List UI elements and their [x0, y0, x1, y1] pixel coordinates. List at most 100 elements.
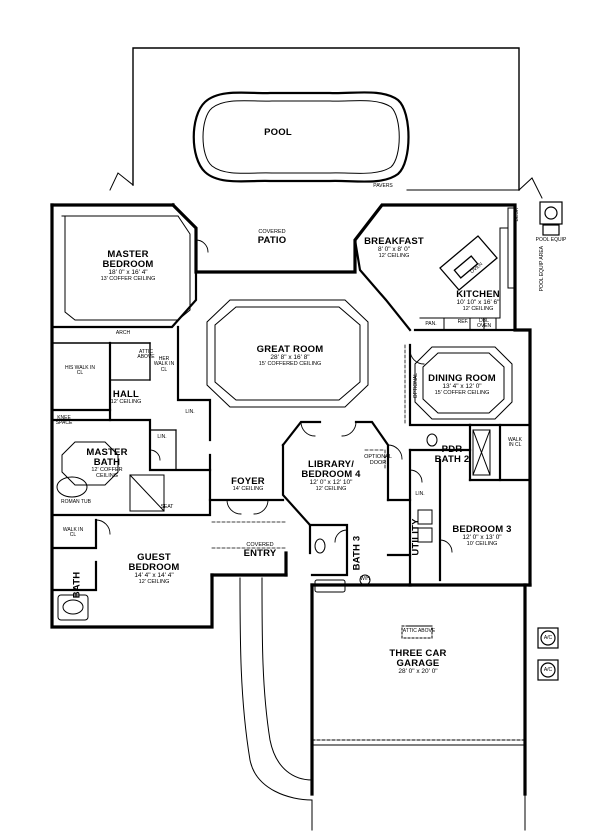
optional-dashed: [211, 344, 406, 549]
master-bedroom-size: 18' 0" x 16' 4": [108, 268, 148, 276]
optional-label: OPTIONAL: [413, 372, 420, 399]
foyer-label: FOYER 14' CEILING: [231, 477, 265, 493]
hall-name: HALL: [112, 389, 140, 400]
great-room-size: 28' 8" x 16' 8": [270, 353, 310, 361]
breakfast-size: 8' 0" x 8' 0": [377, 245, 411, 253]
pdr-name: PDR: [441, 444, 463, 455]
guest-bedroom-ceiling: 12' CEILING: [138, 578, 170, 585]
dining-room-ceiling: 15' COFFER CEILING: [434, 389, 490, 396]
kitchen-label: KITCHEN 10' 10" x 16' 6" 12' CEILING: [456, 290, 500, 313]
foyer-name: FOYER: [231, 476, 265, 487]
attic-above-label: ATTIC ABOVE: [137, 349, 155, 361]
dbl-oven-label: DBL OVEN: [477, 318, 492, 330]
guest-bedroom-size: 14' 4" x 14' 4": [134, 571, 174, 579]
ref-label: REF.: [457, 319, 469, 325]
utility-label: UTILITY: [410, 518, 422, 556]
master-bath-ceiling-1: 12' COFFER: [91, 466, 123, 473]
attic-above-garage-label: ATTIC ABOVE: [402, 628, 436, 634]
arch-label: ARCH: [115, 330, 131, 336]
covered-patio-note: COVERED: [258, 229, 286, 235]
garage-label: THREE CAR GARAGE 28' 0" x 20' 0": [389, 649, 446, 676]
dining-room-name: DINING ROOM: [428, 373, 496, 384]
master-bath-label: MASTER BATH 12' COFFER CEILING: [86, 448, 127, 479]
pool-name: POOL: [264, 127, 292, 138]
exterior-walls: [50, 202, 532, 796]
bedroom3-name: BEDROOM 3: [452, 524, 512, 535]
bath-name: BATH: [71, 571, 83, 599]
coffered-ceilings: [61, 299, 513, 486]
kitchen-size: 10' 10" x 16' 6": [456, 298, 500, 306]
pdr-bath2-label: PDR BATH 2: [435, 445, 470, 465]
doors: [95, 239, 453, 553]
master-bath-name-1: MASTER: [86, 447, 128, 458]
master-bedroom-label: MASTER BEDROOM 18' 0" x 16' 4" 13' COFFE…: [101, 250, 156, 283]
ac1-label: A/C: [543, 635, 553, 641]
pan-label: PAN.: [425, 321, 437, 327]
library-optional-2: DOOR: [369, 459, 387, 466]
pool-equip-area-label: POOL EQUIP AREA: [539, 245, 546, 292]
linen-bath-label: LIN.: [157, 434, 167, 440]
hall-label: HALL 12' CEILING: [111, 390, 142, 406]
covered-entry-label: COVERED ENTRY: [243, 542, 277, 559]
library-name-1: LIBRARY/: [307, 459, 355, 470]
library-name-2: BEDROOM 4: [301, 468, 361, 480]
seat-label: SEAT: [160, 504, 174, 510]
knee-space-label: KNEE SPACE: [55, 415, 73, 427]
covered-entry-name: ENTRY: [243, 547, 277, 559]
roman-tub-label: ROMAN TUB: [61, 499, 91, 505]
guest-bedroom-label: GUEST BEDROOM 14' 4" x 14' 4" 12' CEILIN…: [128, 553, 179, 586]
wh-label: W/H: [360, 576, 370, 582]
garage-size: 28' 0" x 20' 0": [398, 667, 438, 675]
bath-label: BATH: [71, 571, 83, 599]
bedroom3-ceiling: 10' CEILING: [466, 540, 498, 547]
pool-equip-label: POOL EQUIP: [535, 237, 567, 243]
kitchen-name: KITCHEN: [456, 289, 500, 300]
ac2-label: A/C: [543, 667, 553, 673]
great-room-ceiling: 15' COFFERED CEILING: [258, 360, 322, 367]
bath3-name: BATH 3: [351, 535, 363, 571]
guest-bedroom-name-2: BEDROOM: [128, 561, 180, 573]
kitchen-island: [419, 207, 515, 331]
pool-equipment: [537, 201, 563, 681]
library-label: LIBRARY/ BEDROOM 4 12' 0" x 12' 10" 12' …: [301, 460, 360, 493]
interior-walls: [50, 215, 532, 592]
master-bath-ceiling-2: CEILING: [95, 472, 118, 479]
garage-name-2: GARAGE: [396, 657, 440, 669]
hall-ceiling: 12' CEILING: [110, 398, 142, 405]
great-room-name: GREAT ROOM: [256, 344, 324, 355]
covered-patio-name: PATIO: [257, 234, 287, 246]
walk-in-cl-guest-label: WALK IN CL: [62, 527, 84, 539]
master-bath-name-2: BATH: [93, 456, 121, 468]
driveway: [239, 577, 526, 831]
walk-in-cl-bed3-label: WALK IN CL: [508, 437, 522, 449]
library-size: 12' 0" x 12' 10": [309, 478, 353, 486]
desk-label: DESK: [514, 207, 521, 222]
guest-bedroom-name-1: GUEST: [137, 552, 171, 563]
his-walk-in-label: HIS WALK IN CL: [64, 365, 96, 377]
bedroom3-size: 12' 0" x 13' 0": [462, 533, 502, 541]
dining-room-label: DINING ROOM 13' 4" x 12' 0" 15' COFFER C…: [428, 374, 496, 397]
pavers-label: PAVERS: [373, 183, 393, 189]
master-bedroom-ceiling: 13' COFFER CEILING: [100, 275, 156, 282]
master-bedroom-name-2: BEDROOM: [102, 258, 154, 270]
library-ceiling: 12' CEILING: [315, 485, 347, 492]
bath2-name: BATH 2: [434, 453, 470, 465]
breakfast-label: BREAKFAST 8' 0" x 8' 0" 12' CEILING: [364, 237, 424, 260]
pool: [192, 91, 410, 183]
library-optional-1: OPTIONAL: [364, 454, 392, 460]
garage-name-1: THREE CAR: [389, 648, 447, 659]
covered-entry-note: COVERED: [246, 542, 274, 548]
pool-label: POOL: [264, 128, 292, 138]
kitchen-ceiling: 12' CEILING: [462, 305, 494, 312]
foyer-ceiling: 14' CEILING: [232, 485, 264, 492]
pool-deck: [109, 47, 543, 199]
covered-patio-label: COVERED PATIO: [257, 229, 287, 246]
utility-name: UTILITY: [410, 518, 422, 556]
dining-room-size: 13' 4" x 12' 0": [442, 382, 482, 390]
bath3-label: BATH 3: [351, 535, 363, 571]
master-bedroom-name-1: MASTER: [107, 249, 149, 260]
library-optional-door: OPTIONAL DOOR: [364, 454, 392, 467]
bath-fixtures: [56, 429, 491, 621]
breakfast-name: BREAKFAST: [364, 236, 424, 247]
